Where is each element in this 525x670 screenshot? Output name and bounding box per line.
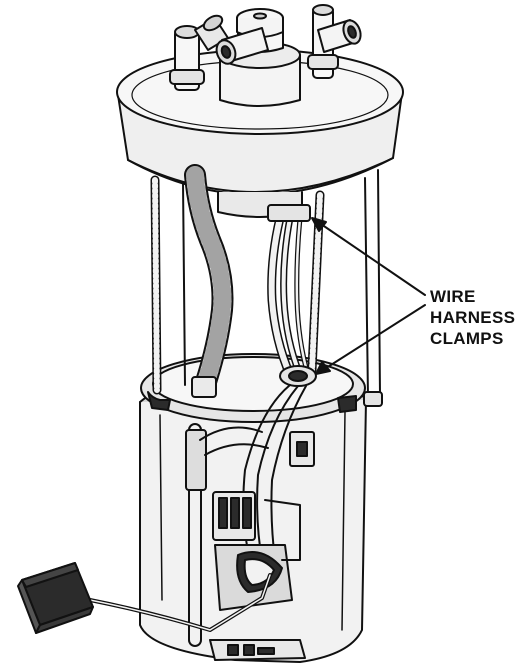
callout-leaders xyxy=(311,217,426,375)
upper-harness-clamp xyxy=(267,204,311,222)
pump-internals xyxy=(185,423,315,661)
wire-harness xyxy=(242,204,317,561)
fuel-hose xyxy=(184,164,234,398)
outlet-fittings xyxy=(169,4,362,107)
callout-label-line-2: HARNESS xyxy=(430,308,516,327)
float-assembly xyxy=(17,562,272,634)
callout-label-line-1: WIRE xyxy=(430,287,476,306)
callout-label-line-3: CLAMPS xyxy=(430,329,504,348)
